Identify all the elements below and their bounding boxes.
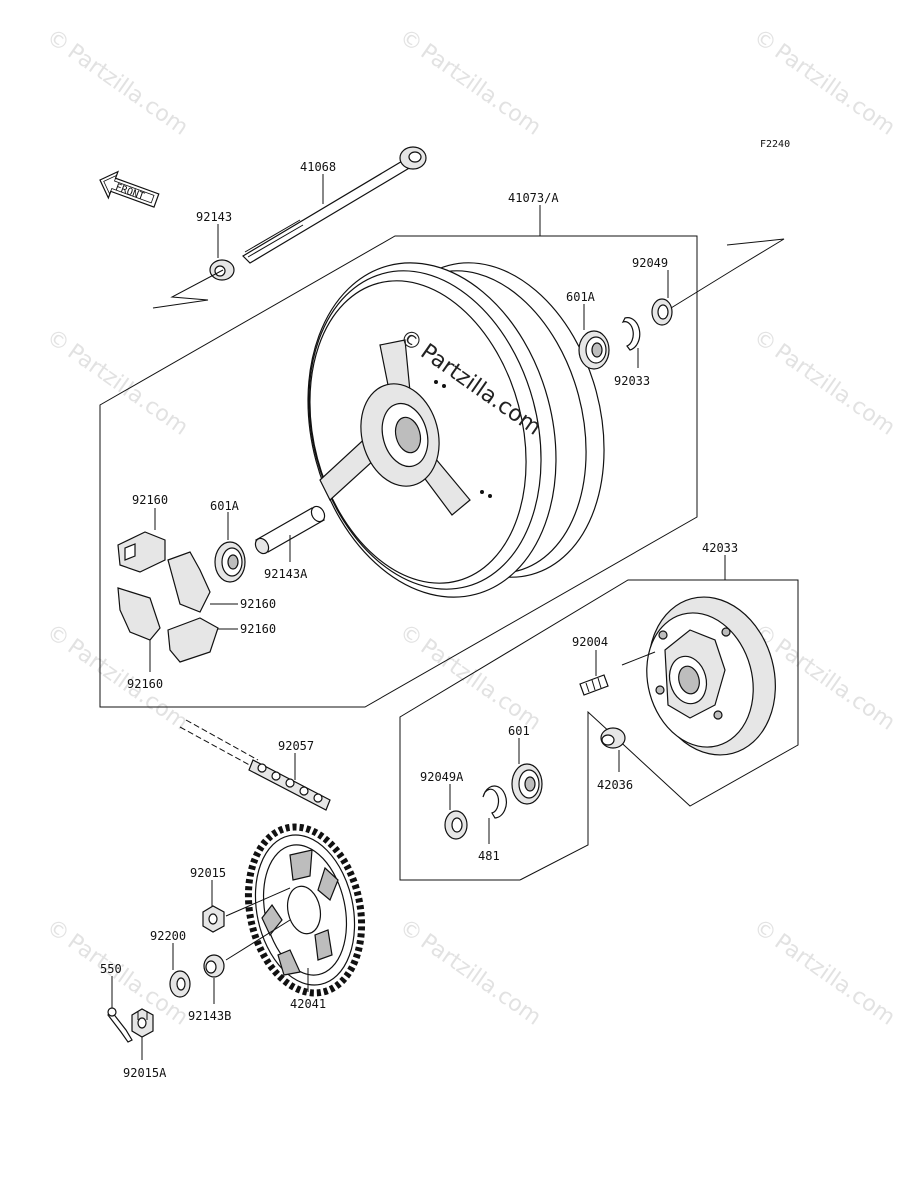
damper-92160-left: [117, 587, 161, 641]
damper-92160-right-lower: [167, 617, 219, 663]
watermark: © Partzilla.com: [42, 324, 193, 440]
label-92015: 92015: [190, 866, 226, 880]
wheel-group-outline: [99, 235, 698, 708]
front-arrow-icon: FRONT: [99, 170, 160, 208]
label-92143: 92143: [196, 210, 232, 224]
label-92160-b: 92160: [240, 597, 276, 611]
hub-group-outline: [519, 579, 799, 881]
label-92004: 92004: [572, 635, 608, 649]
watermark: © Partzilla.com: [749, 24, 900, 140]
label-550: 550: [100, 962, 122, 976]
damper-92160-upper: [117, 531, 166, 573]
chain-92057: [179, 719, 331, 811]
rear-wheel: [307, 262, 605, 598]
sprocket-42041: [244, 823, 366, 997]
watermark-text: Partzilla.com: [770, 634, 900, 735]
label-92015A: 92015A: [123, 1066, 167, 1080]
label-601A-top: 601A: [566, 290, 596, 304]
circlip-92033: [621, 317, 641, 351]
watermark: © Partzilla.com: [749, 914, 900, 1030]
label-41068: 41068: [300, 160, 336, 174]
collar-42036: [600, 727, 626, 749]
washer-92200: [169, 970, 191, 998]
label-92160-a: 92160: [132, 493, 168, 507]
watermark-text: Partzilla.com: [416, 929, 546, 1030]
axle: [242, 146, 427, 264]
watermark-text: Partzilla.com: [770, 339, 900, 440]
label-42033: 42033: [702, 541, 738, 555]
label-92200: 92200: [150, 929, 186, 943]
watermark-text: Partzilla.com: [63, 339, 193, 440]
label-42036: 42036: [597, 778, 633, 792]
bearing-601A-mid: [214, 541, 246, 583]
watermark: © Partzilla.com: [42, 24, 193, 140]
watermark-text: Partzilla.com: [416, 39, 546, 140]
stud-92004: [579, 674, 609, 696]
watermark: © Partzilla.com: [395, 24, 546, 140]
bearing-601: [511, 763, 543, 805]
watermark-text: Partzilla.com: [63, 39, 193, 140]
label-42041: 42041: [290, 997, 326, 1011]
watermark-text: Partzilla.com: [770, 39, 900, 140]
seal-92049: [651, 298, 673, 326]
watermark: © Partzilla.com: [395, 914, 546, 1030]
bearing-601A-top: [578, 330, 610, 370]
label-92143A: 92143A: [264, 567, 308, 581]
label-601: 601: [508, 724, 530, 738]
sprocket-hub: [646, 596, 776, 756]
axis-line: [225, 887, 291, 917]
axis-line: [225, 919, 291, 961]
label-92057: 92057: [278, 739, 314, 753]
label-92033: 92033: [614, 374, 650, 388]
circlip-481: [482, 785, 507, 819]
axis-line: [670, 238, 785, 309]
axis-line: [152, 269, 224, 309]
cotter-pin-550: [107, 1007, 133, 1043]
label-41073A: 41073/A: [508, 191, 559, 205]
damper-92160-right-upper: [167, 551, 211, 613]
label-92160-c: 92160: [240, 622, 276, 636]
watermark-text: Partzilla.com: [416, 634, 546, 735]
label-92143B: 92143B: [188, 1009, 231, 1023]
label-92160-d: 92160: [127, 677, 163, 691]
seal-92049A: [444, 810, 468, 840]
watermark: © Partzilla.com: [749, 324, 900, 440]
label-481: 481: [478, 849, 500, 863]
label-92049: 92049: [632, 256, 668, 270]
nut-92015: [202, 905, 225, 933]
label-601A-mid: 601A: [210, 499, 240, 513]
castle-nut-92015A: [131, 1008, 154, 1038]
axis-line: [621, 651, 656, 666]
figure-code: F2240: [760, 139, 790, 150]
collar-92143B: [203, 954, 225, 978]
label-92049A: 92049A: [420, 770, 464, 784]
spacer-92143A: [254, 505, 326, 555]
watermark-text: Partzilla.com: [770, 929, 900, 1030]
